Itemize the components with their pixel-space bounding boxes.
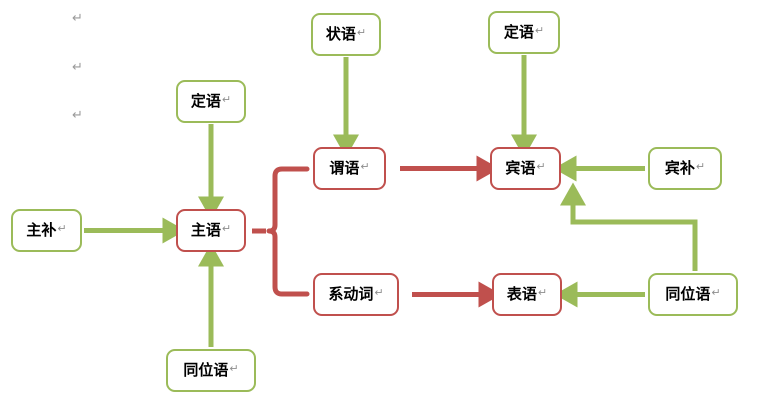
paragraph-mark-2: ↵ (72, 60, 83, 75)
node-dingyu-subject[interactable]: 定语↵ (176, 80, 246, 123)
node-dingyu-subject-label: 定语 (190, 92, 221, 110)
node-zhuangyu-cr: ↵ (356, 27, 367, 39)
node-zhuyu-cr: ↵ (221, 223, 232, 235)
node-weiyu-cr: ↵ (360, 161, 370, 173)
node-zhuangyu-label: 状语 (325, 25, 356, 43)
node-tongweiyu-object-label: 同位语 (665, 285, 711, 303)
paragraph-mark-1: ↵ (72, 11, 83, 26)
node-tongweiyu-subject-cr: ↵ (229, 363, 239, 375)
node-zhuyu-label: 主语 (190, 221, 221, 239)
brace-zhuyu-split-body (266, 166, 310, 297)
node-biaoyu-cr: ↵ (537, 287, 548, 299)
node-dingyu-subject-cr: ↵ (221, 94, 232, 106)
node-zhubu[interactable]: 主补↵ (11, 209, 82, 252)
node-zhubu-cr: ↵ (57, 223, 67, 235)
node-xidongci-label: 系动词 (328, 285, 374, 303)
node-zhuyu[interactable]: 主语↵ (176, 209, 246, 252)
node-xidongci-cr: ↵ (374, 287, 384, 299)
node-xidongci[interactable]: 系动词↵ (313, 273, 399, 316)
node-tongweiyu-subject-label: 同位语 (183, 361, 229, 379)
node-biaoyu-label: 表语 (506, 285, 537, 303)
node-dingyu-object[interactable]: 定语↵ (488, 11, 560, 54)
edge-tongweiyu2-to-binyu (560, 182, 698, 271)
node-biaoyu[interactable]: 表语↵ (492, 273, 562, 316)
node-binbu-label: 宾补 (664, 159, 695, 177)
node-weiyu[interactable]: 谓语↵ (313, 147, 386, 190)
paragraph-mark-3: ↵ (72, 108, 83, 123)
node-tongweiyu-object-cr: ↵ (711, 287, 721, 299)
node-weiyu-label: 谓语 (329, 159, 360, 177)
node-tongweiyu-object[interactable]: 同位语↵ (648, 273, 738, 316)
node-zhuangyu[interactable]: 状语↵ (311, 13, 381, 56)
node-binbu-cr: ↵ (695, 161, 706, 173)
node-dingyu-object-cr: ↵ (534, 25, 545, 37)
node-dingyu-object-label: 定语 (503, 23, 534, 41)
node-binyu-label: 宾语 (505, 159, 536, 177)
node-tongweiyu-subject[interactable]: 同位语↵ (166, 349, 256, 392)
node-zhubu-label: 主补 (26, 221, 57, 239)
node-binyu[interactable]: 宾语↵ (490, 147, 561, 190)
node-binbu[interactable]: 宾补↵ (648, 147, 722, 190)
node-binyu-cr: ↵ (536, 161, 546, 173)
